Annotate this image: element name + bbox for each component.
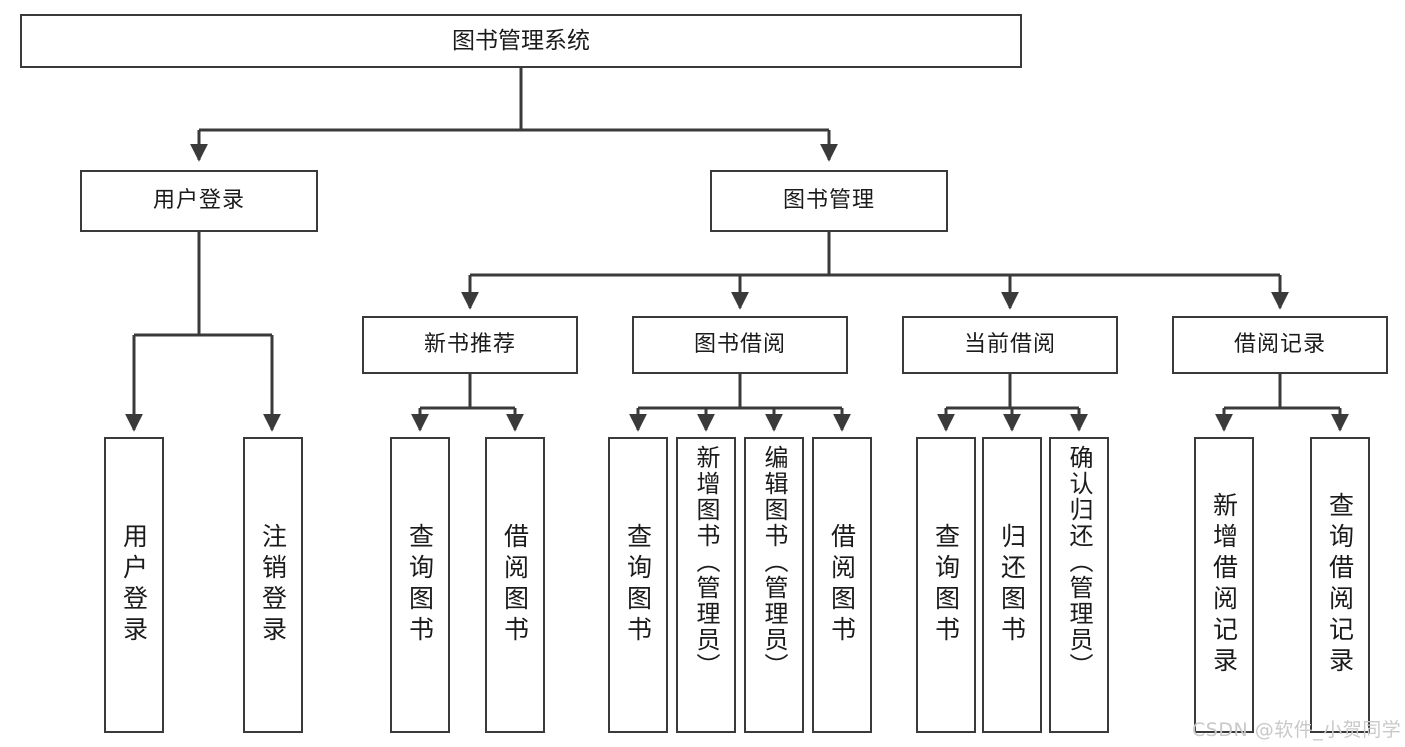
leaf-label: 新增借阅记录	[1209, 492, 1239, 678]
node-new-book-recommendation-label: 新书推荐	[423, 332, 516, 358]
leaf-return-book[interactable]: 归还图书	[982, 437, 1042, 733]
leaf-label: 查询图书	[623, 523, 653, 647]
leaf-query-borrow-record[interactable]: 查询借阅记录	[1310, 437, 1370, 733]
leaf-query-book-current[interactable]: 查询图书	[916, 437, 976, 733]
node-user-login-label: 用户登录	[152, 188, 245, 214]
leaf-label: 用户登录	[119, 523, 149, 647]
leaf-borrow-book-rec[interactable]: 借阅图书	[485, 437, 545, 733]
node-book-management[interactable]: 图书管理	[710, 170, 948, 232]
leaf-label: 编辑图书（管理员）	[760, 445, 788, 679]
node-current-borrow[interactable]: 当前借阅	[902, 316, 1118, 374]
leaf-add-borrow-record[interactable]: 新增借阅记录	[1194, 437, 1254, 733]
leaf-label: 查询借阅记录	[1325, 492, 1355, 678]
node-book-management-label: 图书管理	[782, 188, 875, 214]
leaf-query-book-borrow[interactable]: 查询图书	[608, 437, 668, 733]
leaf-edit-book-admin[interactable]: 编辑图书（管理员）	[744, 437, 804, 733]
leaf-user-login[interactable]: 用户登录	[104, 437, 164, 733]
leaf-label: 查询图书	[405, 523, 435, 647]
node-borrow-record-label: 借阅记录	[1233, 332, 1326, 358]
leaf-logout[interactable]: 注销登录	[243, 437, 303, 733]
leaf-borrow-book[interactable]: 借阅图书	[812, 437, 872, 733]
node-book-borrow[interactable]: 图书借阅	[632, 316, 848, 374]
leaf-label: 确认归还（管理员）	[1065, 445, 1093, 679]
leaf-query-book-rec[interactable]: 查询图书	[390, 437, 450, 733]
node-new-book-recommendation[interactable]: 新书推荐	[362, 316, 578, 374]
leaf-add-book-admin[interactable]: 新增图书（管理员）	[676, 437, 736, 733]
node-root-label: 图书管理系统	[452, 27, 590, 54]
leaf-label: 新增图书（管理员）	[692, 445, 720, 679]
node-root[interactable]: 图书管理系统	[20, 14, 1022, 68]
node-borrow-record[interactable]: 借阅记录	[1172, 316, 1388, 374]
leaf-label: 查询图书	[931, 523, 961, 647]
leaf-label: 归还图书	[997, 523, 1027, 647]
csdn-watermark: CSDN @软件_小贺同学	[1192, 719, 1402, 741]
leaf-label: 注销登录	[258, 523, 288, 647]
node-book-borrow-label: 图书借阅	[693, 332, 786, 358]
leaf-label: 借阅图书	[500, 523, 530, 647]
node-user-login[interactable]: 用户登录	[80, 170, 318, 232]
leaf-confirm-return-admin[interactable]: 确认归还（管理员）	[1049, 437, 1109, 733]
leaf-label: 借阅图书	[827, 523, 857, 647]
node-current-borrow-label: 当前借阅	[963, 332, 1056, 358]
